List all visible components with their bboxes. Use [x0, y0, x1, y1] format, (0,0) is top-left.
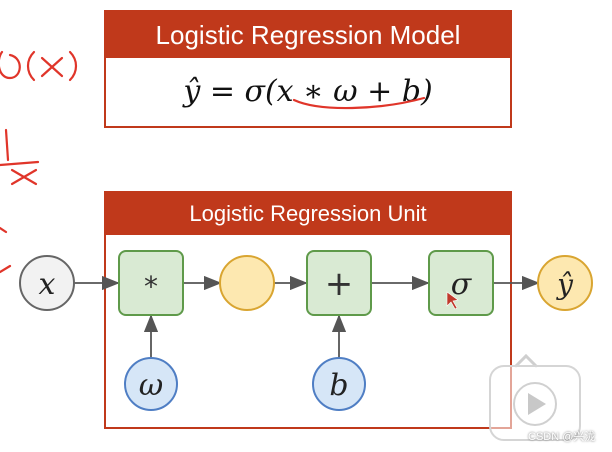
output-node-y-hat-label: ŷ — [555, 268, 574, 301]
tv-antenna-icon — [514, 353, 538, 368]
model-box-title: Logistic Regression Model — [106, 12, 510, 58]
mouse-cursor-icon — [446, 291, 459, 310]
handwritten-paren-right — [68, 50, 78, 82]
handwritten-x-stroke — [40, 56, 64, 78]
multiply-operator-label: * — [144, 270, 158, 303]
connectors — [74, 275, 540, 358]
handwritten-mark-3 — [0, 226, 8, 234]
play-triangle-icon — [528, 393, 546, 415]
handwritten-mark-2 — [10, 168, 38, 186]
handwritten-fraction-line — [0, 160, 40, 167]
add-operator-node: + — [306, 250, 372, 316]
input-node-x: x — [19, 255, 75, 311]
handwritten-annotations — [0, 50, 426, 274]
logistic-regression-model-box: Logistic Regression Model ŷ = σ(x ∗ ω + … — [104, 10, 512, 128]
bias-node-b-label: b — [329, 368, 348, 403]
video-play-overlay[interactable] — [489, 353, 581, 441]
model-formula: ŷ = σ(x ∗ ω + b) — [183, 73, 433, 109]
sigmoid-operator-label: σ — [451, 267, 473, 302]
input-node-x-label: x — [39, 267, 56, 302]
handwritten-mark-1 — [4, 128, 10, 162]
sigmoid-operator-node: σ — [428, 250, 494, 316]
add-operator-label: + — [325, 264, 354, 304]
bias-node-b: b — [312, 357, 366, 411]
intermediate-node — [219, 255, 275, 311]
weight-node-omega-label: ω — [139, 368, 163, 403]
unit-box-title: Logistic Regression Unit — [106, 193, 510, 235]
handwritten-sigma-stroke — [0, 50, 21, 80]
multiply-operator-node: * — [118, 250, 184, 316]
handwritten-mark-4 — [0, 264, 12, 274]
handwritten-underline — [292, 96, 426, 110]
output-node-y-hat: ŷ — [537, 255, 593, 311]
watermark-text: CSDN @兴泷 — [528, 431, 596, 443]
weight-node-omega: ω — [124, 357, 178, 411]
handwritten-paren-left — [26, 50, 36, 82]
